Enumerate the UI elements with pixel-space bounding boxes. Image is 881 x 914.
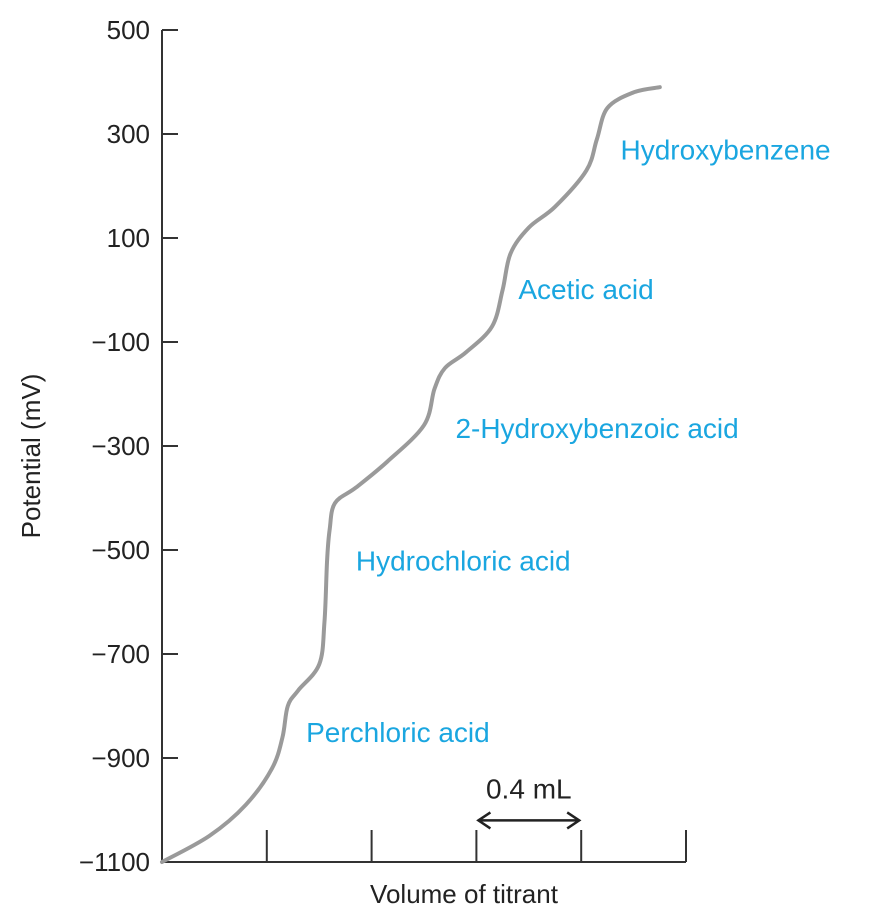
y-tick-label: 300 — [107, 119, 150, 149]
annotation-label: Hydrochloric acid — [356, 545, 571, 576]
scale-bar-arrowhead-right — [566, 811, 582, 830]
scale-bar: 0.4 mL — [476, 773, 582, 830]
annotations: Perchloric acid Hydrochloric acid 2-Hydrox… — [306, 135, 831, 748]
x-ticks — [265, 830, 687, 862]
y-tick-label: −1100 — [79, 847, 150, 877]
annotation-label: Perchloric acid — [306, 717, 490, 748]
scale-bar-label: 0.4 mL — [486, 773, 572, 804]
annotation-label: Acetic acid — [518, 274, 653, 305]
y-tick-label: −100 — [91, 327, 150, 357]
y-tick-label: −700 — [91, 639, 150, 669]
y-tick-label: −300 — [91, 431, 150, 461]
y-tick-label: −500 — [91, 535, 150, 565]
x-axis-title: Volume of titrant — [370, 879, 559, 909]
titration-curve — [160, 85, 662, 864]
y-tick-label: 100 — [107, 223, 150, 253]
y-ticks: 500 300 100 −100 −300 −500 −700 −900 −1100 — [79, 15, 178, 877]
annotation-label: 2-Hydroxybenzoic acid — [455, 413, 738, 444]
y-tick-label: 500 — [107, 15, 150, 45]
scale-bar-arrowhead-left — [476, 811, 492, 830]
y-axis-title: Potential (mV) — [16, 374, 46, 539]
annotation-label: Hydroxybenzene — [621, 135, 831, 166]
y-tick-label: −900 — [91, 743, 150, 773]
series-layer — [160, 85, 662, 864]
